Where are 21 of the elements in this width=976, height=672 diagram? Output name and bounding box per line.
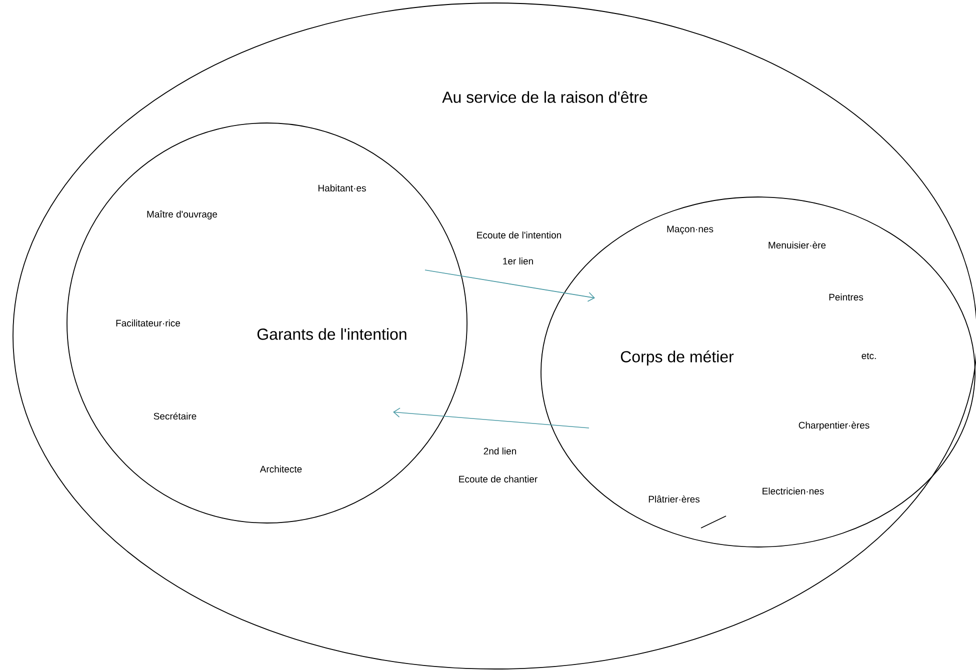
- role-label: Plâtrier·ères: [648, 495, 700, 503]
- role-label: Peintres: [829, 294, 864, 300]
- heading: Corps de métier: [620, 350, 734, 366]
- link-caption: Ecoute de chantier: [457, 474, 539, 484]
- heading: Au service de la raison d'être: [442, 91, 648, 103]
- heading: Garants de l'intention: [257, 328, 406, 340]
- role-label: Architecte: [260, 466, 302, 472]
- role-label: etc.: [862, 352, 876, 360]
- role-label: Maçon·nes: [667, 226, 714, 234]
- role-label: Electricien·nes: [762, 488, 824, 494]
- arrow: [393, 408, 590, 428]
- role-label: Maître d'ouvrage: [147, 210, 218, 220]
- arrow: [424, 270, 595, 302]
- edge-label: 2nd lien: [482, 446, 518, 456]
- role-label: Menuisier·ère: [768, 241, 826, 249]
- role-label: Facilitateur·rice: [116, 320, 180, 326]
- role-label: Charpentier·ères: [798, 422, 870, 430]
- role-label: Secrétaire: [154, 412, 196, 420]
- role-label: Habitant·es: [318, 184, 366, 192]
- edge-label: 1er lien: [501, 256, 535, 266]
- link-caption: Ecoute de l'intention: [475, 230, 563, 240]
